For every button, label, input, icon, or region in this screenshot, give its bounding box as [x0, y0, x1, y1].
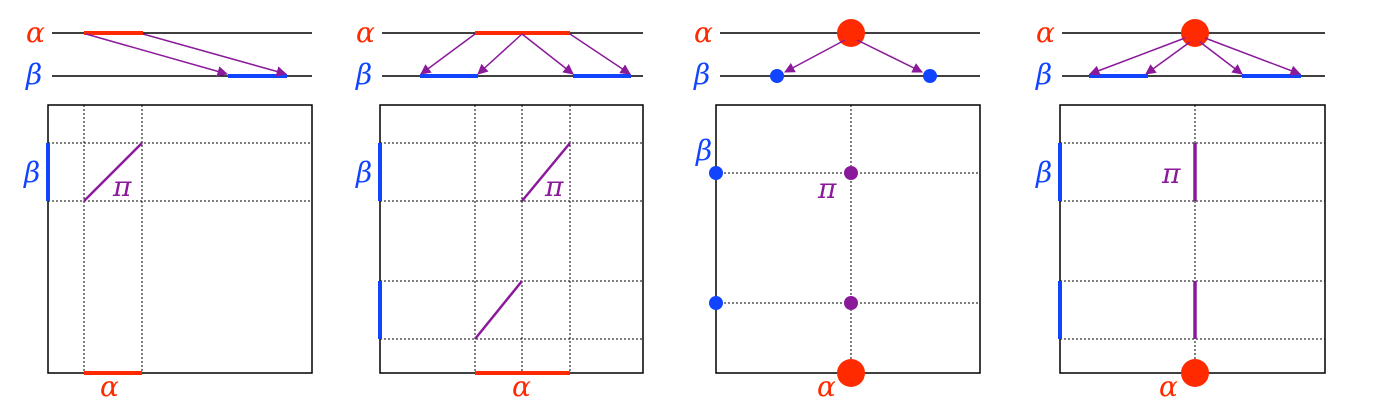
transport-arrow	[1089, 37, 1186, 76]
alpha-label: α	[1036, 16, 1055, 49]
beta-label: β	[25, 58, 42, 91]
beta-label: β	[23, 156, 40, 189]
pi-support	[521, 142, 571, 202]
coupling-box	[379, 104, 644, 374]
panel-4: α β β π α	[1035, 16, 1326, 403]
alpha-marginal-dirac	[1181, 359, 1209, 387]
beta-label: β	[693, 58, 710, 91]
beta-label: β	[355, 156, 372, 189]
pi-support	[474, 280, 523, 340]
alpha-dirac	[1181, 19, 1209, 47]
beta-dirac	[770, 69, 784, 83]
pi-label: π	[112, 170, 132, 203]
alpha-label: α	[694, 16, 713, 49]
pi-label: π	[544, 170, 564, 203]
beta-label: β	[1035, 58, 1052, 91]
beta-label: β	[695, 134, 712, 167]
transport-arrow	[1204, 37, 1301, 76]
transport-arrow	[569, 33, 631, 75]
beta-dirac	[923, 69, 937, 83]
transport-arrow	[1199, 41, 1243, 75]
transport-arrow	[1145, 41, 1191, 75]
panel-3: α β β π α	[693, 16, 981, 403]
beta-marginal-dirac	[709, 296, 723, 310]
alpha-marginal-dirac	[837, 359, 865, 387]
alpha-label: α	[356, 16, 375, 49]
coupling-box	[47, 104, 313, 374]
alpha-label: α	[1159, 370, 1178, 403]
transport-arrow	[420, 33, 476, 75]
alpha-label: α	[26, 16, 45, 49]
pi-label: π	[1161, 157, 1181, 190]
transport-arrow	[856, 39, 923, 73]
pi-point	[844, 166, 858, 180]
transport-arrow	[521, 33, 574, 75]
transport-arrow	[784, 39, 846, 73]
alpha-label: α	[100, 370, 119, 403]
coupling-box	[715, 104, 981, 374]
transport-arrow	[85, 33, 229, 77]
pi-label: π	[817, 172, 837, 205]
beta-marginal-dirac	[709, 166, 723, 180]
panel-2: α β β π α	[355, 16, 644, 403]
transport-arrow	[477, 33, 523, 75]
beta-label: β	[355, 58, 372, 91]
pi-support	[83, 142, 143, 202]
alpha-label: α	[512, 370, 531, 403]
pi-point	[844, 296, 858, 310]
transport-arrow	[142, 33, 288, 77]
alpha-label: α	[817, 370, 836, 403]
beta-label: β	[1035, 156, 1052, 189]
coupling-box	[1059, 104, 1326, 374]
panel-1: α β β π α	[23, 16, 313, 403]
